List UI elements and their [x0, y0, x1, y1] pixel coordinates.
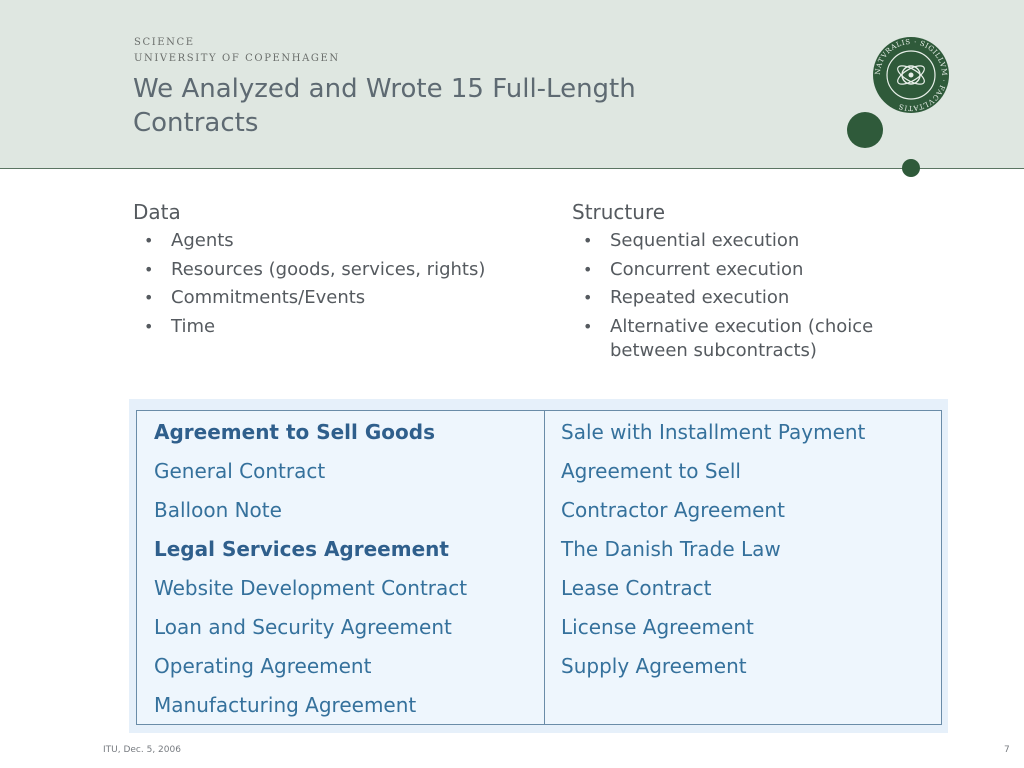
- list-item: Resources (goods, services, rights): [133, 258, 553, 282]
- footer-date: ITU, Dec. 5, 2006: [103, 745, 181, 755]
- list-item: Time: [133, 315, 553, 339]
- contract-cell: Legal Services Agreement: [154, 537, 449, 561]
- structure-list: Sequential execution Concurrent executio…: [572, 229, 932, 363]
- data-column: Data Agents Resources (goods, services, …: [133, 199, 553, 343]
- contract-cell: Agreement to Sell Goods: [154, 420, 435, 444]
- contract-cell: Loan and Security Agreement: [154, 615, 452, 639]
- list-item: Commitments/Events: [133, 286, 553, 310]
- contract-cell: Website Development Contract: [154, 576, 468, 600]
- contracts-left-column: Agreement to Sell Goods General Contract…: [154, 417, 467, 729]
- slide-title: We Analyzed and Wrote 15 Full-Length Con…: [133, 74, 636, 138]
- contract-cell: Operating Agreement: [154, 654, 372, 678]
- data-heading: Data: [133, 200, 181, 224]
- page-number: 7: [1004, 745, 1010, 755]
- contracts-table: Agreement to Sell Goods General Contract…: [136, 410, 942, 725]
- contracts-right-column: Sale with Installment Payment Agreement …: [561, 417, 865, 690]
- decorative-dot-large: [847, 112, 883, 148]
- university-seal-icon: NATVRALIS · SIGILLVM · FACVLTATIS: [873, 37, 949, 113]
- contract-cell: Balloon Note: [154, 498, 282, 522]
- institution-name: SCIENCE UNIVERSITY OF COPENHAGEN: [134, 35, 340, 67]
- contract-cell: License Agreement: [561, 615, 754, 639]
- institution-line-science: SCIENCE: [134, 37, 195, 48]
- contract-cell: Contractor Agreement: [561, 498, 785, 522]
- list-item: Alternative execution (choice between su…: [572, 315, 932, 363]
- list-item: Repeated execution: [572, 286, 932, 310]
- structure-column: Structure Sequential execution Concurren…: [572, 199, 932, 367]
- contract-cell: Lease Contract: [561, 576, 712, 600]
- contract-cell: The Danish Trade Law: [561, 537, 781, 561]
- list-item: Sequential execution: [572, 229, 932, 253]
- data-list: Agents Resources (goods, services, right…: [133, 229, 553, 339]
- institution-line-university: UNIVERSITY OF COPENHAGEN: [134, 53, 340, 64]
- table-column-divider: [544, 411, 545, 724]
- list-item: Concurrent execution: [572, 258, 932, 282]
- contract-cell: Manufacturing Agreement: [154, 693, 417, 717]
- list-item: Agents: [133, 229, 553, 253]
- contract-cell: Sale with Installment Payment: [561, 420, 866, 444]
- contract-cell: Agreement to Sell: [561, 459, 741, 483]
- structure-heading: Structure: [572, 200, 666, 224]
- contract-cell: Supply Agreement: [561, 654, 747, 678]
- contract-cell: General Contract: [154, 459, 326, 483]
- decorative-dot-small: [902, 159, 920, 177]
- slide-header: SCIENCE UNIVERSITY OF COPENHAGEN We Anal…: [0, 0, 1024, 169]
